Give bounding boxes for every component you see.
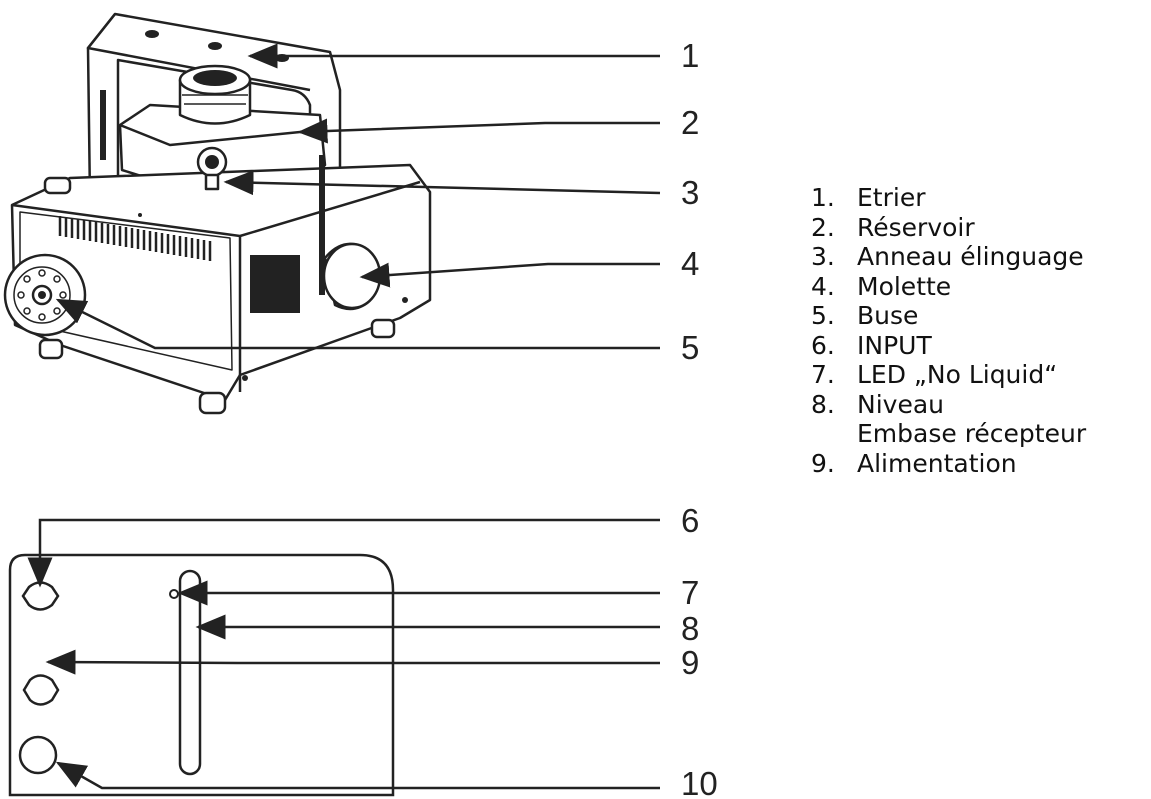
callout-8: 8 xyxy=(681,610,699,647)
callout-6: 6 xyxy=(681,502,699,539)
legend-item: 1. Etrier xyxy=(811,183,1086,213)
legend-label: Molette xyxy=(857,271,952,301)
reservoir-tank xyxy=(118,64,327,192)
legend-number: 5. xyxy=(811,301,835,330)
back-panel xyxy=(8,553,395,797)
level-window xyxy=(178,569,202,776)
legend-number: 8. xyxy=(811,389,835,419)
back-panel-outline xyxy=(8,553,395,797)
legend-label: INPUT xyxy=(857,330,932,360)
feet xyxy=(38,176,396,415)
nozzle xyxy=(3,253,87,337)
legend-item: 3. Anneau élinguage xyxy=(811,242,1086,272)
legend-label: Etrier xyxy=(857,183,926,212)
legend-label: Réservoir xyxy=(857,212,975,242)
leader-lines xyxy=(27,43,661,790)
legend-number: 6. xyxy=(811,330,835,360)
legend-number: 4. xyxy=(811,271,835,301)
adjustment-knob xyxy=(322,242,382,311)
callout-3: 3 xyxy=(681,174,699,211)
hanging-ring xyxy=(196,146,228,191)
legend-number: 7. xyxy=(811,360,835,389)
legend-number: 3. xyxy=(811,242,835,271)
callout-5: 5 xyxy=(681,329,699,366)
parts-legend: 1.Etrier 2.Réservoir 3.Anneau élinguage … xyxy=(811,183,1086,478)
legend-item: 5. Buse xyxy=(811,301,1086,331)
remote-socket xyxy=(22,674,60,706)
vent-grille-front xyxy=(58,216,212,261)
callout-1: 1 xyxy=(681,37,699,74)
legend-item: 7. LED „No Liquid“ xyxy=(811,360,1086,390)
legend-item: 4. Molette xyxy=(811,272,1086,302)
callout-2: 2 xyxy=(681,104,699,141)
legend-item: 9. Alimentation xyxy=(811,449,1086,479)
fog-machine-illustration xyxy=(3,12,432,415)
machine-body xyxy=(10,155,432,402)
legend-label: Alimentation xyxy=(857,448,1017,478)
legend-number: 2. xyxy=(811,212,835,242)
legend-label: Niveau xyxy=(857,389,944,419)
callout-numbers: 1 2 3 4 5 6 7 8 9 10 xyxy=(681,37,718,799)
legend-number: 1. xyxy=(811,183,835,212)
legend-label: Buse xyxy=(857,301,919,330)
power-socket xyxy=(18,735,58,775)
legend-item: 2. Réservoir xyxy=(811,213,1086,243)
vent-grille-side xyxy=(250,255,300,313)
legend-label-continued: Embase récepteur xyxy=(857,419,1087,448)
legend-number: 9. xyxy=(811,448,835,478)
no-liquid-led xyxy=(169,589,179,599)
legend-label: Anneau élinguage xyxy=(857,242,1084,271)
legend-item: 6. INPUT xyxy=(811,331,1086,361)
callout-7: 7 xyxy=(681,574,699,611)
legend-label: LED „No Liquid“ xyxy=(857,360,1058,389)
callout-4: 4 xyxy=(681,245,699,282)
callout-9: 9 xyxy=(681,644,699,681)
input-socket xyxy=(21,581,60,611)
callout-10: 10 xyxy=(681,765,718,799)
